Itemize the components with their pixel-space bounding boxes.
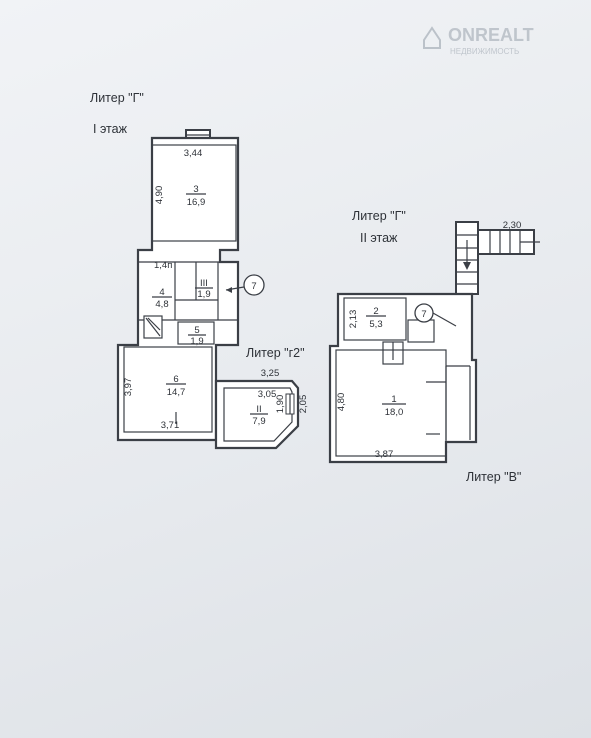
room-III-number: III [200, 278, 208, 289]
dim-corridor: 1,4п [154, 260, 172, 271]
plan-right-floor: II этаж [360, 231, 398, 245]
room-3: 3,44 4,90 3 16,9 [151, 144, 237, 242]
annex-dim-inner-width: 3,05 [258, 389, 277, 400]
room-4-number: 4 [159, 287, 164, 298]
annex-dim-outer-width: 3,25 [261, 368, 280, 379]
plan-left-outer-wall [116, 136, 240, 442]
stove-marker-right: 7 [414, 303, 457, 327]
annex-title: Литер "г2" [246, 346, 305, 360]
room-6-area: 14,7 [167, 387, 186, 398]
room-5-number: 5 [194, 325, 199, 336]
plan-right-title: Литер "Г" [352, 209, 406, 223]
dim-room6-width: 3,71 [161, 420, 180, 431]
watermark: ONREALT НЕДВИЖИМОСТЬ [423, 25, 534, 56]
middle-section: 1,4п 4 4,8 III 1,9 5 1,9 [138, 260, 238, 347]
room-2-number: 2 [373, 306, 378, 317]
stove-marker-left-label: 7 [251, 281, 256, 292]
room-3-number: 3 [193, 184, 198, 195]
room-5-area: 1,9 [190, 336, 203, 347]
dim-top-width: 3,44 [184, 148, 203, 159]
annex-dim-inner-height: 1,90 [275, 395, 286, 414]
plan-left-floor: I этаж [93, 122, 128, 136]
stair-right: 2,30 [455, 220, 540, 295]
dim-room3-height: 4,90 [154, 186, 165, 205]
room-6-number: 6 [173, 374, 178, 385]
room-1-number: 1 [391, 394, 396, 405]
room-III-area: 1,9 [197, 289, 210, 300]
plan-left-title: Литер "Г" [90, 91, 144, 105]
annex-room-number: II [256, 404, 261, 415]
dim-room2-height: 2,13 [348, 310, 359, 329]
room-1-area: 18,0 [385, 407, 404, 418]
dim-room1-width: 3,87 [375, 449, 394, 460]
watermark-brand: ONREALT [448, 25, 534, 45]
room-3-area: 16,9 [187, 197, 206, 208]
plan-left: Литер "Г" I этаж 3,44 4,90 3 16,9 [90, 91, 265, 442]
dim-room1-height: 4,80 [336, 393, 347, 412]
dim-stair-width: 2,30 [503, 220, 522, 231]
room-1: 4,80 1 18,0 3,87 [335, 349, 471, 460]
watermark-tagline: НЕДВИЖИМОСТЬ [450, 47, 519, 56]
plan-right: Литер "Г" II этаж 2,30 2,13 [328, 209, 540, 464]
room-2-area: 5,3 [369, 319, 382, 330]
dim-room6-height: 3,97 [123, 378, 134, 397]
room-4-area: 4,8 [155, 299, 168, 310]
annex-g2: Литер "г2" 3,25 3,05 1,90 2,05 II 7,9 [214, 346, 309, 450]
watermark-house-icon [423, 26, 441, 49]
annex-room-area: 7,9 [252, 416, 265, 427]
litera-v-title: Литер "В" [466, 470, 521, 484]
annex-dim-outer-height: 2,05 [298, 395, 309, 414]
stove-marker-right-label: 7 [421, 309, 426, 320]
room-6: 3,97 6 14,7 3,71 [123, 346, 213, 433]
stove-marker-left: 7 [225, 274, 265, 296]
